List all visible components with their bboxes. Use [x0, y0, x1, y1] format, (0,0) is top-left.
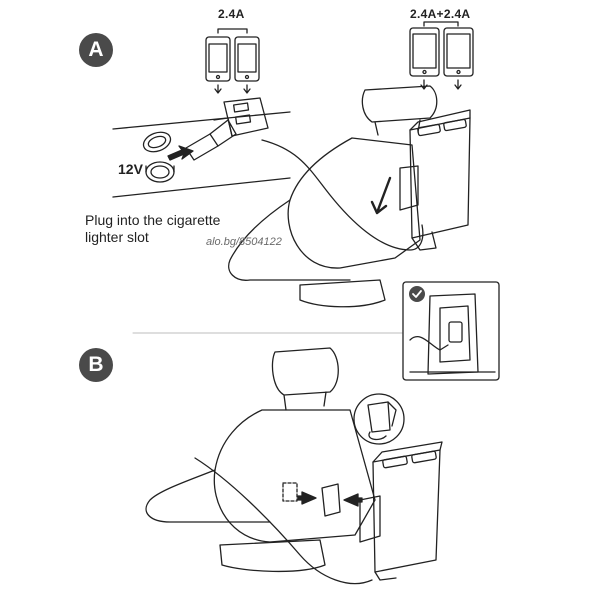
peel-detail	[353, 393, 405, 445]
hub-output-label: 2.4A+2.4A	[410, 7, 471, 21]
inset-panel	[402, 281, 500, 381]
down-arrow-icon	[370, 176, 392, 215]
watermark: alo.bg/8504122	[206, 236, 282, 248]
charger-hub	[359, 441, 443, 581]
tablet-icon	[443, 27, 474, 77]
dashboard-line	[112, 111, 291, 130]
phone-icon	[234, 36, 260, 82]
down-arrow-icon	[243, 84, 251, 94]
tablet-icon	[409, 27, 440, 77]
attach-arrow	[343, 493, 363, 507]
charger-hub	[399, 109, 471, 251]
down-arrow-icon	[454, 79, 462, 90]
adhesive-hook	[321, 483, 341, 517]
attach-arrow	[297, 491, 317, 505]
phone-icon	[205, 36, 231, 82]
voltage-label: 12V	[118, 161, 143, 177]
car-charger	[185, 97, 269, 161]
down-arrow-icon	[214, 84, 222, 94]
step-a-badge: A	[79, 33, 113, 67]
bracket	[217, 28, 248, 34]
checkmark-icon	[412, 290, 422, 298]
charging-cable	[194, 457, 373, 585]
down-arrow-icon	[420, 79, 428, 90]
step-b-badge: B	[79, 348, 113, 382]
lighter-socket	[142, 131, 175, 183]
car-seat	[145, 347, 376, 573]
instruction-text: Plug into the cigarette lighter slot	[85, 212, 221, 245]
hook-placement	[282, 482, 298, 502]
bracket	[423, 21, 459, 27]
charging-cable	[261, 139, 424, 251]
car-seat	[228, 85, 438, 308]
charger-output-label: 2.4A	[218, 7, 245, 21]
dashboard-line	[112, 177, 291, 198]
